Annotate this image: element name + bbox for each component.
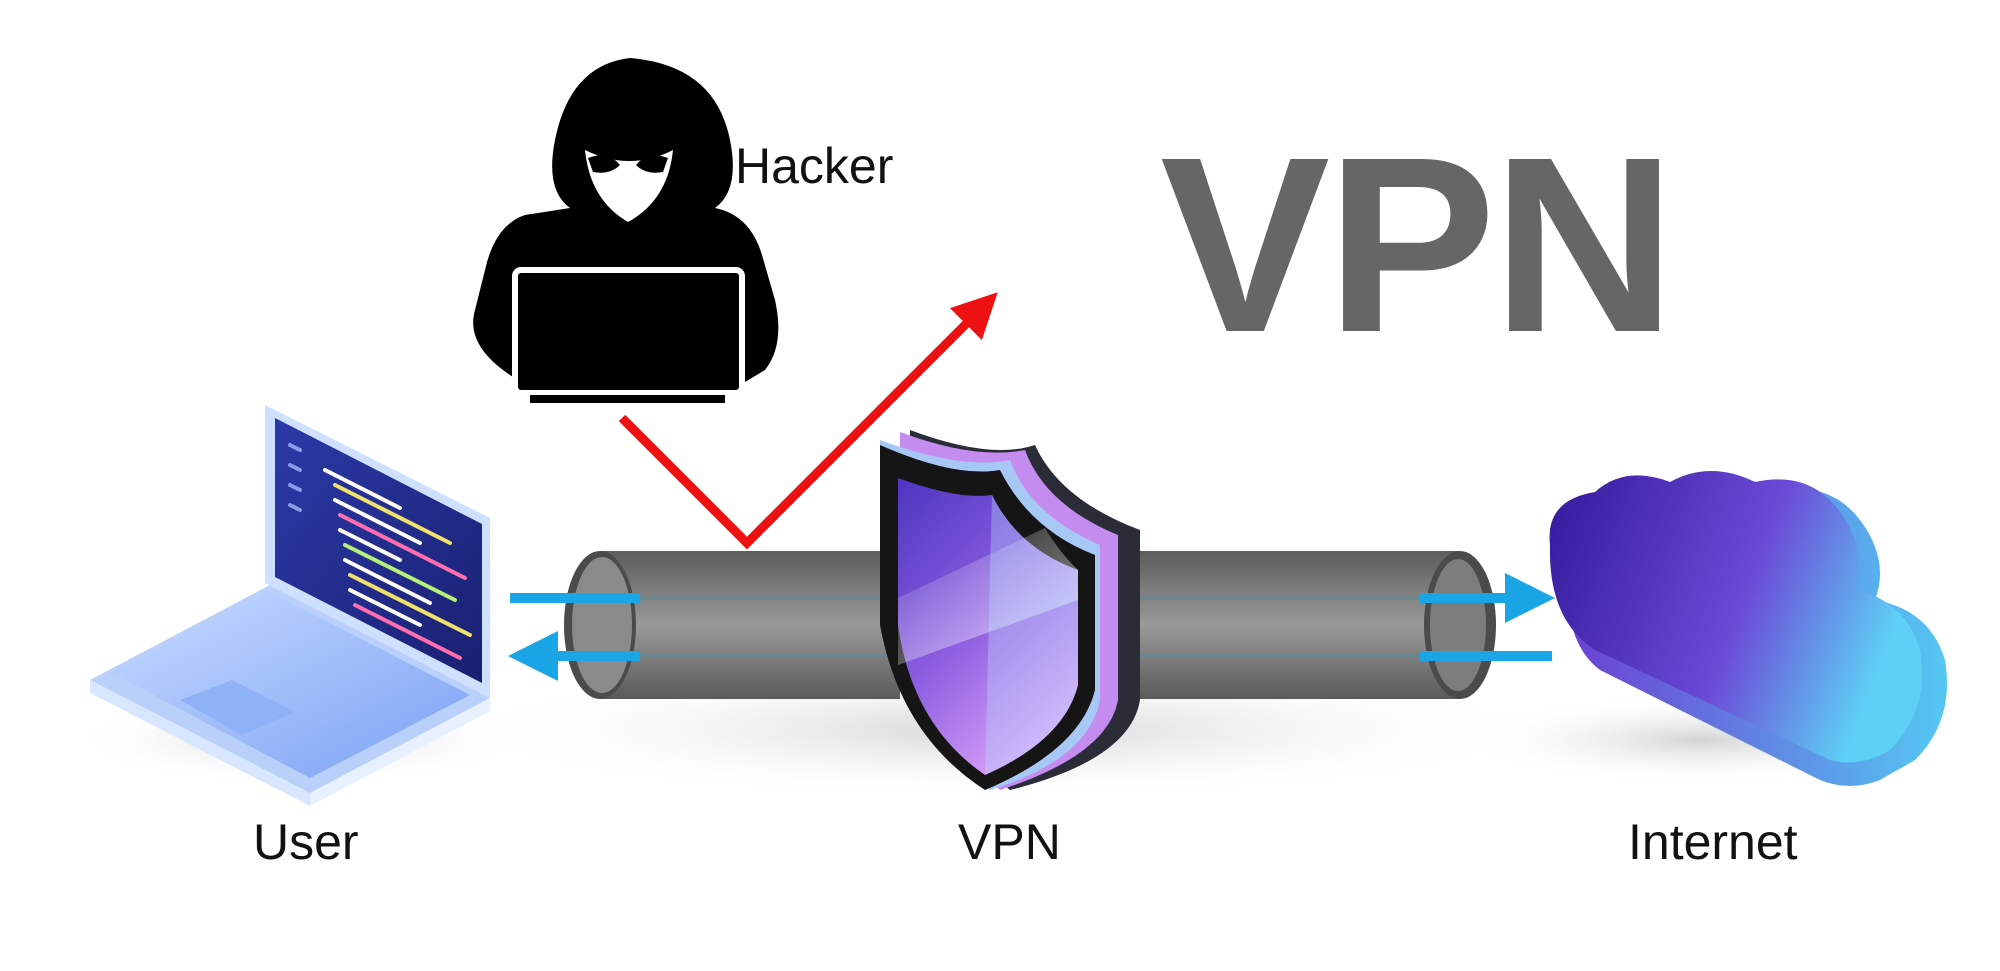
internet-label: Internet	[1628, 814, 1798, 870]
shield-icon	[880, 430, 1140, 790]
diagram-title: VPN	[1160, 105, 1676, 384]
hacker-label: Hacker	[735, 138, 894, 194]
cloud-icon	[1549, 471, 1947, 786]
laptop-icon	[90, 405, 490, 806]
user-label: User	[253, 814, 359, 870]
code-lines	[288, 443, 472, 660]
vpn-label: VPN	[958, 814, 1061, 870]
attack-arrow	[618, 292, 998, 550]
hacker-icon	[473, 58, 779, 403]
data-arrows	[508, 573, 1555, 681]
